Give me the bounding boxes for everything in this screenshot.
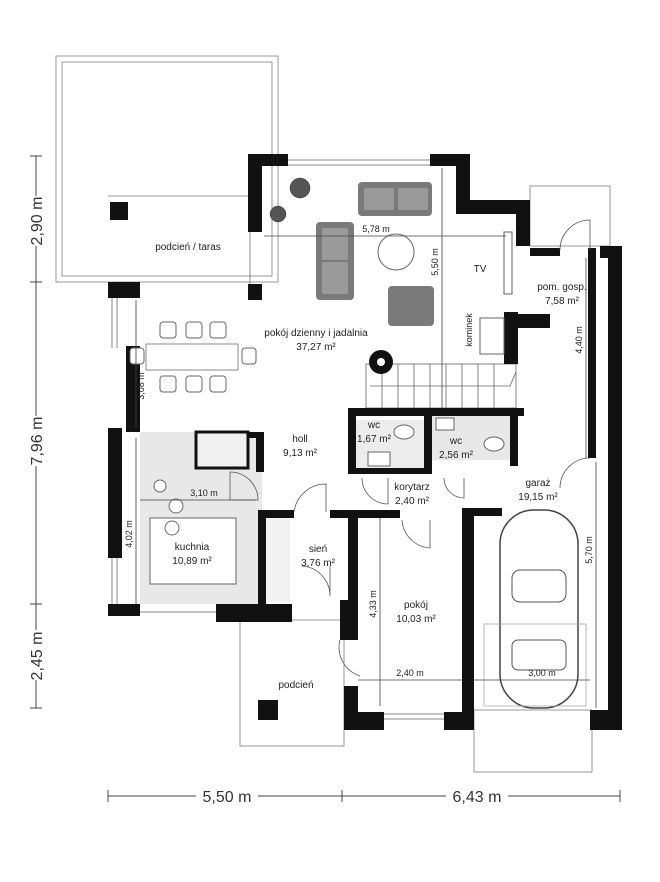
room-name-corridor: korytarz — [394, 482, 430, 493]
inner-dimension-labels: 5,78 m 5,50 m 3,08 m 3,10 m 4,02 m 4,33 … — [124, 224, 594, 678]
wall — [248, 154, 262, 232]
tv-unit — [503, 231, 513, 295]
terrace-outline-inner — [61, 61, 273, 277]
dim-outer-left-top: 2,90 m — [29, 197, 46, 246]
room-area-wc1: 1,67 m² — [357, 434, 392, 445]
dim-outer-bottom-right: 6,43 m — [453, 789, 502, 806]
furniture — [129, 177, 513, 585]
sink — [435, 417, 455, 431]
dim-kitchen-height: 4,02 m — [124, 520, 134, 548]
room-name-wc2: wc — [449, 436, 462, 447]
room-area-kitchen: 10,89 m² — [172, 556, 212, 567]
room-area-vestibule: 3,76 m² — [301, 558, 336, 569]
room-name-kitchen: kuchnia — [175, 542, 210, 553]
toilet — [393, 424, 415, 440]
room-labels: podcień / taras pokój dzienny i jadalnia… — [155, 242, 587, 691]
room-name-room: pokój — [404, 600, 428, 611]
dim-garage-width: 3,00 m — [528, 668, 556, 678]
garage-apron-outline — [473, 709, 593, 773]
terrace-outline — [55, 55, 279, 283]
inner-dimension-lines — [135, 168, 597, 708]
room-area-hall: 9,13 m² — [283, 448, 318, 459]
utility-outline — [529, 185, 611, 247]
tv-label: TV — [474, 264, 487, 275]
room-name-porch: podcień — [278, 680, 313, 691]
room-name-garage: garaż — [525, 478, 550, 489]
dim-room-height: 4,33 m — [368, 590, 378, 618]
room-area-utility: 7,58 m² — [545, 296, 580, 307]
plant — [269, 177, 311, 223]
room-area-corridor: 2,40 m² — [395, 496, 430, 507]
windows — [111, 159, 444, 720]
room-area-room: 10,03 m² — [396, 614, 436, 625]
dim-kitchen-width: 3,10 m — [190, 488, 218, 498]
dim-utility-height: 4,40 m — [574, 326, 584, 354]
armchair — [388, 286, 434, 326]
outer-dimension-labels: 2,90 m 7,96 m 2,45 m 5,50 m 6,43 m — [26, 196, 508, 806]
room-area-garage: 19,15 m² — [518, 492, 558, 503]
car — [499, 509, 579, 709]
room-name-wc1: wc — [367, 420, 380, 431]
dim-garage-height: 5,70 m — [584, 536, 594, 564]
stairs — [365, 363, 517, 409]
room-name-terrace: podcień / taras — [155, 242, 221, 253]
room-name-living: pokój dzienny i jadalnia — [264, 328, 368, 339]
door-swings — [229, 219, 591, 677]
vestibule-strip — [266, 516, 290, 602]
fireplace-label: kominek — [464, 313, 474, 347]
fridge — [194, 430, 250, 470]
room-area-living: 37,27 m² — [296, 342, 336, 353]
coffee-table — [377, 233, 415, 271]
sink — [367, 451, 391, 467]
pillar — [110, 202, 128, 220]
dim-room-width: 2,40 m — [396, 668, 424, 678]
parking-marker — [483, 623, 587, 707]
dim-living-height: 5,50 m — [430, 248, 440, 276]
kitchen-island — [149, 479, 237, 585]
dim-dining-height: 3,08 m — [136, 372, 146, 400]
dim-outer-left-mid: 7,96 m — [29, 417, 46, 466]
toilet — [483, 436, 505, 452]
room-name-vestibule: sień — [309, 544, 327, 555]
fireplace-unit — [479, 317, 505, 355]
walls — [108, 154, 622, 730]
room-area-wc2: 2,56 m² — [439, 450, 474, 461]
dim-living-width: 5,78 m — [362, 224, 390, 234]
pillar — [258, 700, 278, 720]
room-name-utility: pom. gosp. — [537, 282, 586, 293]
dim-outer-bottom-left: 5,50 m — [203, 789, 252, 806]
chair — [159, 321, 177, 339]
dim-outer-left-bot: 2,45 m — [29, 632, 46, 681]
room-name-hall: holl — [292, 434, 308, 445]
dining-table — [145, 343, 239, 371]
